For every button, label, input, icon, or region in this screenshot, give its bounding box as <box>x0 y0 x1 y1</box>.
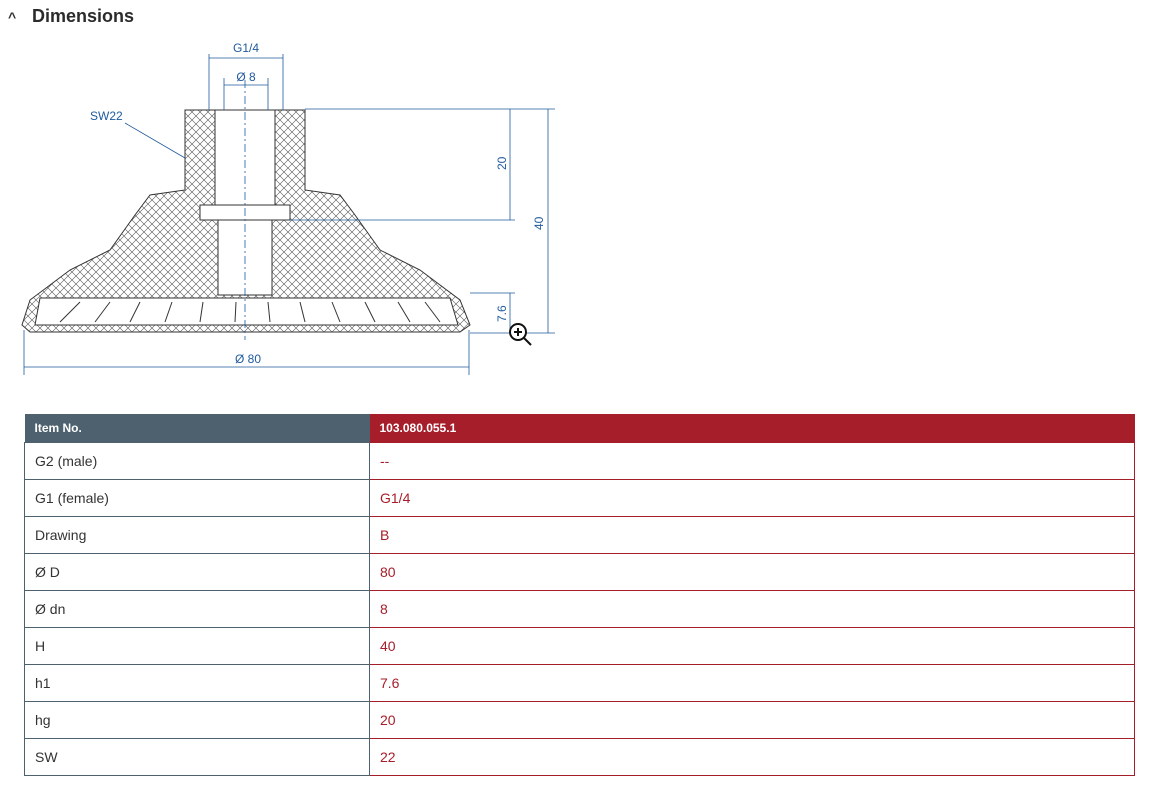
row-value: 80 <box>369 553 1135 591</box>
row-label: H <box>24 627 370 665</box>
row-label: G2 (male) <box>24 442 370 480</box>
dim-h1: 7.6 <box>495 305 509 322</box>
row-label: G1 (female) <box>24 479 370 517</box>
table-header-row: Item No. 103.080.055.1 <box>24 414 1135 443</box>
table-row: G1 (female)G1/4 <box>24 479 1135 517</box>
row-label: Drawing <box>24 516 370 554</box>
section-header[interactable]: ^ Dimensions <box>8 6 134 27</box>
section-title: Dimensions <box>32 6 135 26</box>
chevron-up-icon[interactable]: ^ <box>8 8 17 25</box>
dim-sw: SW22 <box>90 109 123 123</box>
row-value: G1/4 <box>369 479 1135 517</box>
row-label: h1 <box>24 664 370 702</box>
row-value: 40 <box>369 627 1135 665</box>
header-item-value: 103.080.055.1 <box>369 414 1135 443</box>
row-value: 20 <box>369 701 1135 739</box>
dimensions-table: Item No. 103.080.055.1 G2 (male)--G1 (fe… <box>24 414 1135 776</box>
row-value: 7.6 <box>369 664 1135 702</box>
table-row: G2 (male)-- <box>24 442 1135 480</box>
row-value: 22 <box>369 738 1135 776</box>
dim-hg: 20 <box>495 156 509 170</box>
dim-g1: G1/4 <box>233 41 259 55</box>
row-label: hg <box>24 701 370 739</box>
row-label: Ø D <box>24 553 370 591</box>
zoom-in-icon[interactable] <box>509 323 532 346</box>
row-label: Ø dn <box>24 590 370 628</box>
row-label: SW <box>24 738 370 776</box>
dim-d: Ø 80 <box>235 352 261 366</box>
row-value: 8 <box>369 590 1135 628</box>
technical-drawing: G1/4 Ø 8 SW22 20 40 7.6 Ø 80 <box>21 41 555 375</box>
header-item-no: Item No. <box>24 414 370 443</box>
row-value: -- <box>369 442 1135 480</box>
row-value: B <box>369 516 1135 554</box>
dim-h: 40 <box>532 216 546 230</box>
dim-dn: Ø 8 <box>236 70 256 84</box>
